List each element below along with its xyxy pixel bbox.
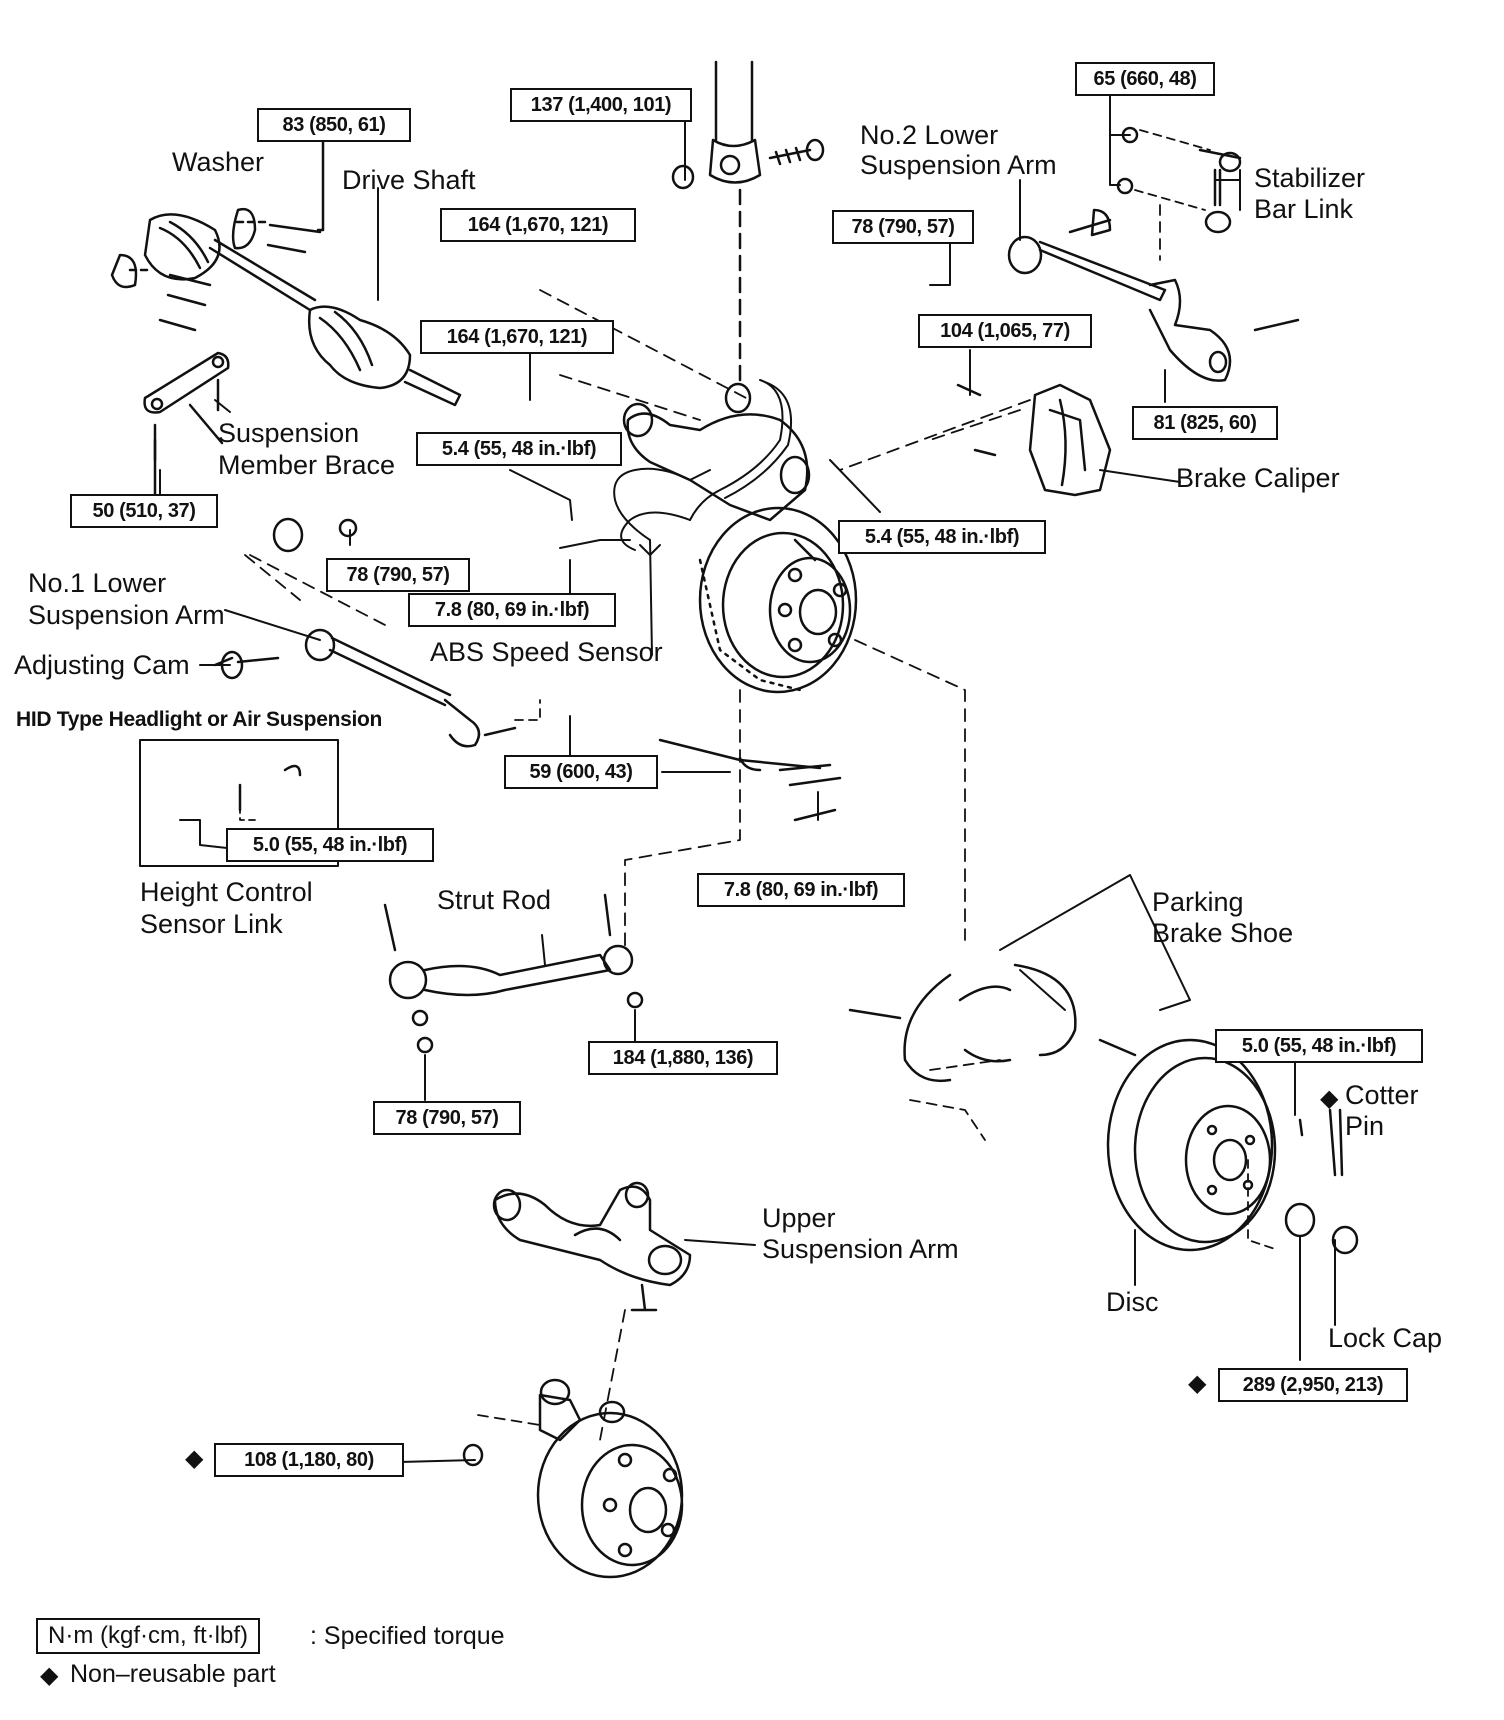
label-parking-brake-2: Brake Shoe	[1152, 918, 1294, 948]
diamond-108: ◆	[185, 1445, 204, 1472]
torque-box: 7.8 (80, 69 in.·lbf)	[408, 593, 616, 627]
upper-suspension-arm-part	[492, 1181, 692, 1312]
label-stabilizer-2: Bar Link	[1254, 194, 1354, 224]
parking-brake-cable	[658, 738, 842, 822]
label-strut-rod: Strut Rod	[437, 885, 552, 915]
label-no2-lower-arm-1: No.2 Lower	[860, 120, 999, 150]
torque-box: 164 (1,670, 121)	[420, 320, 614, 354]
torque-box: 78 (790, 57)	[832, 210, 974, 244]
torque-box: 81 (825, 60)	[1132, 406, 1278, 440]
torque-box: 289 (2,950, 213)	[1218, 1368, 1408, 1402]
label-drive-shaft: Drive Shaft	[342, 165, 476, 195]
label-no1-lower-arm-1: No.1 Lower	[28, 568, 167, 598]
torque-box: 50 (510, 37)	[70, 494, 218, 528]
torque-box: 59 (600, 43)	[504, 755, 658, 789]
stabilizer-bar-link	[1116, 126, 1242, 234]
abs-wire-harness	[559, 467, 711, 556]
label-height-control-2: Sensor Link	[140, 909, 283, 939]
label-upper-arm-2: Suspension Arm	[762, 1234, 959, 1264]
brake-caliper-body	[956, 383, 1112, 497]
label-cotter-pin-1: Cotter	[1345, 1080, 1419, 1110]
label-hid-note: HID Type Headlight or Air Suspension	[16, 708, 383, 731]
label-height-control-1: Height Control	[140, 877, 313, 907]
label-stabilizer-1: Stabilizer	[1254, 163, 1366, 193]
dashed-assembly-lines	[239, 129, 1279, 1441]
suspension-member-brace	[143, 351, 230, 497]
leader-lines	[159, 91, 1336, 1463]
cotter-pin-diamond: ◆	[1320, 1085, 1339, 1112]
shock-absorber	[671, 60, 825, 382]
label-disc: Disc	[1106, 1287, 1159, 1317]
torque-box: 78 (790, 57)	[326, 558, 470, 592]
parking-brake-shoes	[848, 874, 1191, 1083]
diamond-289: ◆	[1188, 1370, 1207, 1397]
label-cotter-pin-2: Pin	[1345, 1111, 1385, 1141]
legend-diamond: ◆	[40, 1662, 59, 1689]
torque-box: 7.8 (80, 69 in.·lbf)	[697, 873, 905, 907]
label-no1-lower-arm-2: Suspension Arm	[28, 600, 225, 630]
torque-box: 5.0 (55, 48 in.·lbf)	[226, 828, 434, 862]
label-lock-cap: Lock Cap	[1328, 1323, 1443, 1353]
legend-torque-desc: : Specified torque	[310, 1622, 505, 1650]
legend-torque-box: N·m (kgf·cm, ft·lbf)	[36, 1618, 260, 1654]
label-adjusting-cam: Adjusting Cam	[14, 650, 190, 680]
label-brake-caliper: Brake Caliper	[1176, 463, 1340, 493]
label-no2-lower-arm-2: Suspension Arm	[860, 150, 1057, 180]
torque-box: 104 (1,065, 77)	[918, 314, 1092, 348]
no1-lower-suspension-arm	[213, 517, 517, 748]
torque-box: 108 (1,180, 80)	[214, 1443, 404, 1477]
torque-box: 5.4 (55, 48 in.·lbf)	[838, 520, 1046, 554]
torque-box: 5.0 (55, 48 in.·lbf)	[1215, 1029, 1423, 1063]
torque-box: 5.4 (55, 48 in.·lbf)	[416, 432, 622, 466]
label-washer: Washer	[172, 147, 265, 177]
drive-shaft-bolts	[110, 108, 325, 332]
torque-box: 184 (1,880, 136)	[588, 1041, 778, 1075]
label-parking-brake-1: Parking	[1152, 887, 1244, 917]
torque-box: 78 (790, 57)	[373, 1101, 521, 1135]
label-brace-2: Member Brace	[218, 450, 396, 480]
no2-lower-suspension-arm	[1007, 208, 1300, 382]
axle-carrier	[620, 379, 811, 551]
torque-box: 137 (1,400, 101)	[510, 88, 692, 122]
drive-shaft	[143, 213, 462, 407]
torque-box: 164 (1,670, 121)	[440, 208, 636, 242]
label-brace-1: Suspension	[218, 418, 360, 448]
label-upper-arm-1: Upper	[762, 1203, 836, 1233]
torque-box: 65 (660, 48)	[1075, 62, 1215, 96]
torque-box: 83 (850, 61)	[257, 108, 411, 142]
strut-rod-part	[383, 893, 644, 1054]
rear-hub-backing-plate	[698, 506, 858, 694]
lower-axle-hub	[462, 1378, 684, 1579]
label-abs-speed-sensor: ABS Speed Sensor	[430, 637, 663, 667]
brake-disc	[1106, 1038, 1359, 1255]
legend-non-reusable-desc: Non–reusable part	[70, 1660, 276, 1688]
